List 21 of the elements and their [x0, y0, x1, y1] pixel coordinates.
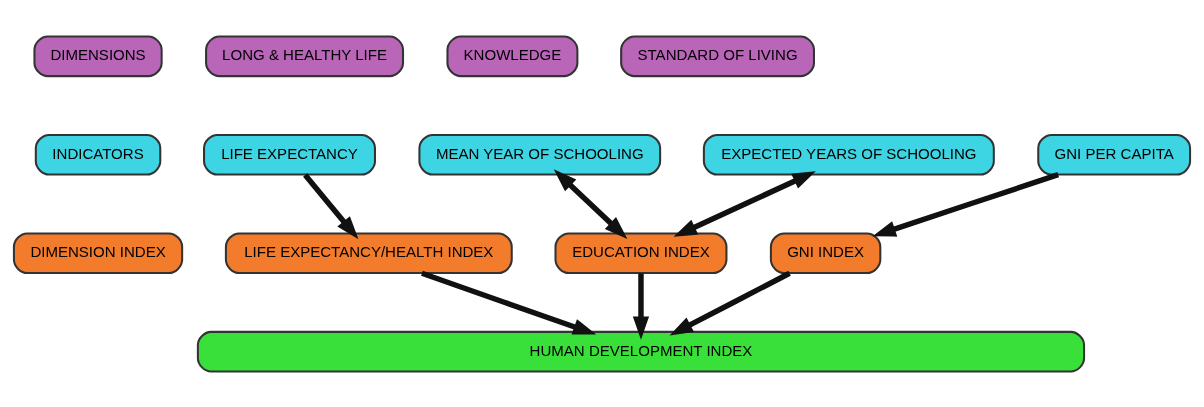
- arrow: [553, 168, 628, 239]
- node-box: LONG & HEALTHY LIFE: [205, 34, 405, 77]
- arrow: [669, 270, 791, 335]
- arrow: [632, 273, 650, 340]
- arrow: [421, 270, 597, 335]
- node-box: DIMENSIONS: [33, 34, 163, 77]
- node-box: LIFE EXPECTANCY: [203, 133, 376, 176]
- node-box: HUMAN DEVELOPMENT INDEX: [196, 330, 1086, 373]
- node-box: MEAN YEAR OF SCHOOLING: [418, 133, 662, 176]
- node-box: EXPECTED YEARS OF SCHOOLING: [702, 133, 995, 176]
- arrow: [303, 172, 359, 239]
- node-box: EDUCATION INDEX: [554, 231, 728, 274]
- node-box: KNOWLEDGE: [446, 34, 579, 77]
- arrow: [673, 170, 816, 237]
- node-box: INDICATORS: [34, 133, 162, 176]
- node-box: GNI PER CAPITA: [1037, 133, 1192, 176]
- node-box: GNI INDEX: [769, 231, 882, 274]
- node-box: LIFE EXPECTANCY/HEALTH INDEX: [224, 231, 513, 274]
- node-box: DIMENSION INDEX: [12, 231, 184, 274]
- arrow: [872, 171, 1060, 237]
- node-box: STANDARD OF LIVING: [620, 34, 815, 77]
